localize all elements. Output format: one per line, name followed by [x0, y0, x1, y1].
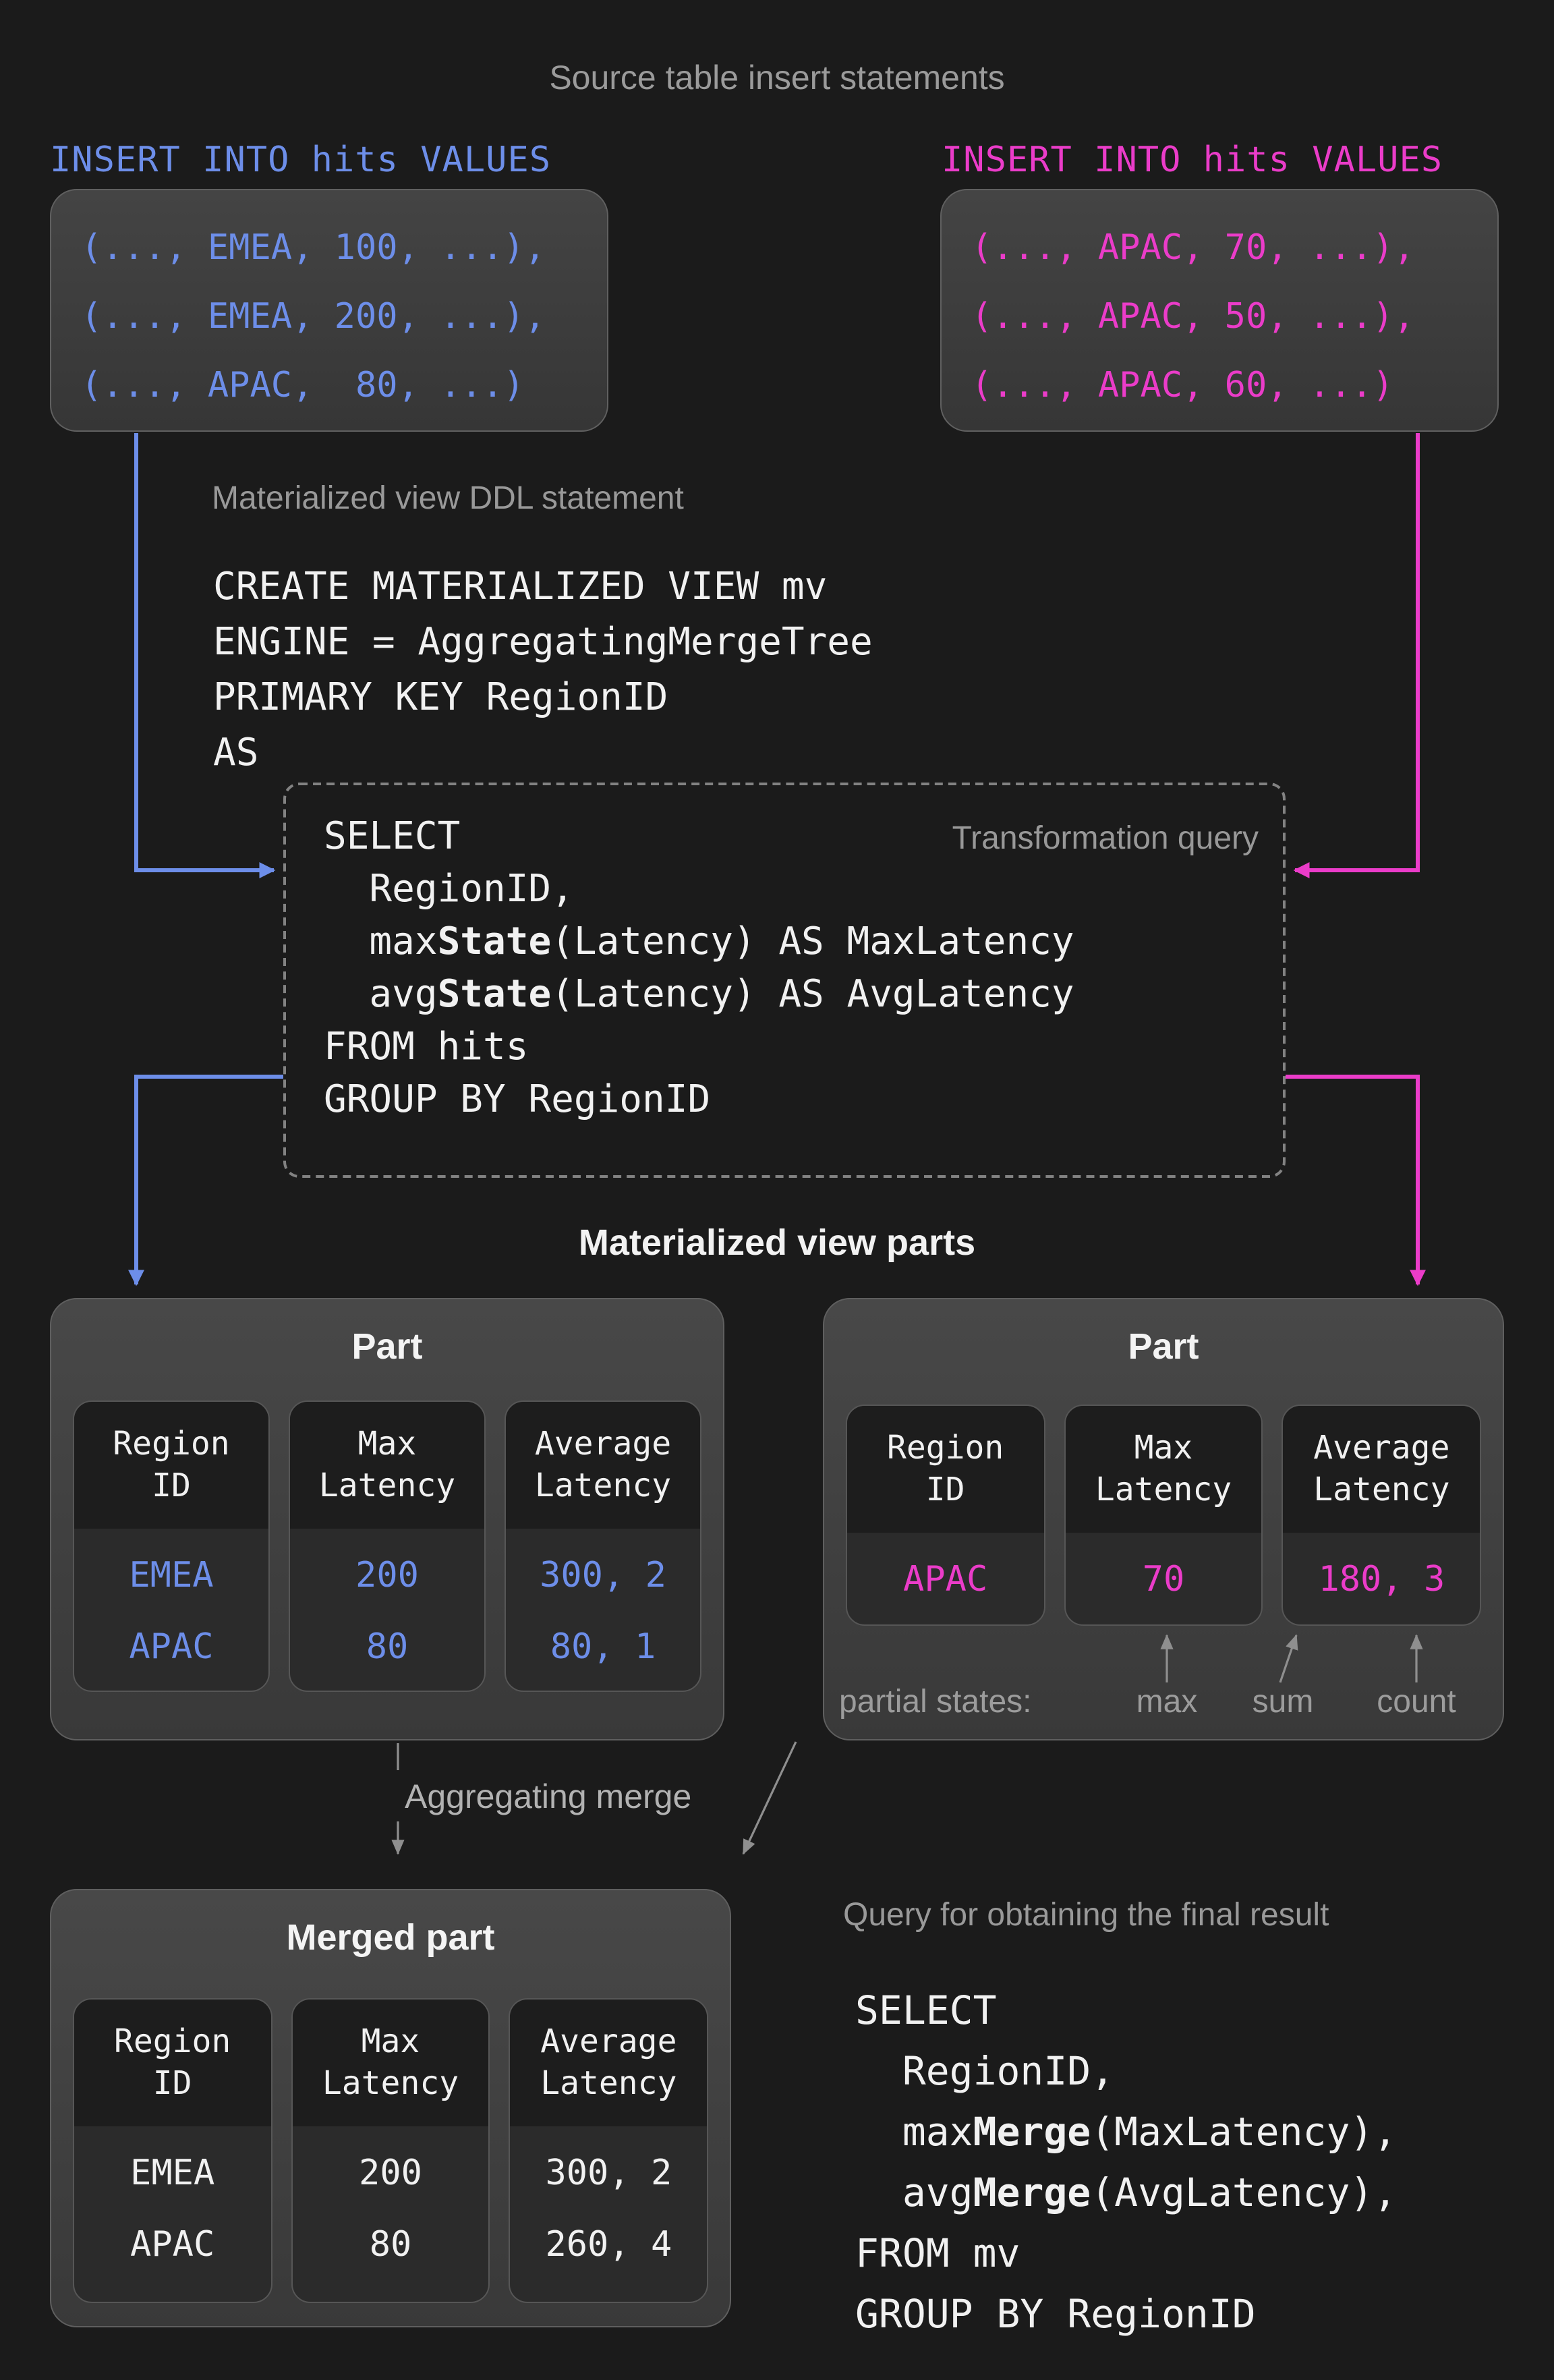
merged-part-title: Merged part	[286, 1917, 495, 1958]
part-box-right: Part Region ID APAC Max Latency 70 Avera…	[823, 1298, 1504, 1740]
col-header-max-latency: Max Latency	[322, 2022, 459, 2102]
col-header-region-id: Region ID	[113, 1425, 230, 1504]
col-values-region: APAC	[903, 1560, 988, 1600]
partial-state-sum: sum	[1252, 1684, 1314, 1720]
partial-state-max: max	[1136, 1684, 1198, 1720]
part-right-col-max: Max Latency 70	[1064, 1405, 1263, 1626]
part-left-title: Part	[351, 1326, 423, 1367]
final-query-code: SELECT RegionID, maxMerge(MaxLatency), a…	[855, 1987, 1398, 2337]
col-header-max-latency: Max Latency	[318, 1425, 456, 1504]
col-values-avg: 180, 3	[1318, 1560, 1445, 1600]
page-title: Source table insert statements	[549, 59, 1005, 97]
col-header-average-latency: Average Latency	[1313, 1429, 1450, 1508]
ddl-section-label: Materialized view DDL statement	[212, 480, 684, 517]
col-header-max-latency: Max Latency	[1095, 1429, 1232, 1508]
col-header-region-id: Region ID	[886, 1429, 1004, 1508]
parts-heading: Materialized view parts	[578, 1222, 976, 1263]
col-header-average-latency: Average Latency	[540, 2022, 677, 2102]
transformation-query-box: Transformation query SELECT RegionID, ma…	[283, 783, 1286, 1178]
col-header-average-latency: Average Latency	[534, 1425, 672, 1504]
transformation-query-label: Transformation query	[952, 820, 1259, 857]
insert-left-box: (..., EMEA, 100, ...),(..., EMEA, 200, .…	[50, 189, 608, 432]
insert-left-label: INSERT INTO hits VALUES	[50, 140, 552, 181]
final-query-label: Query for obtaining the final result	[843, 1897, 1329, 1933]
transformation-query-code: SELECT RegionID, maxState(Latency) AS Ma…	[324, 814, 1074, 1121]
col-values-max: 70	[1142, 1560, 1185, 1600]
col-header-region-id: Region ID	[113, 2022, 231, 2102]
insert-right-label: INSERT INTO hits VALUES	[942, 140, 1443, 181]
arrow-part-right-to-merged	[742, 1741, 797, 1855]
part-right-columns: Region ID APAC Max Latency 70 Average La…	[846, 1405, 1482, 1626]
insert-left-rows: (..., EMEA, 100, ...),(..., EMEA, 200, .…	[81, 228, 546, 406]
partial-state-count: count	[1377, 1684, 1456, 1720]
aggregating-merge-label: Aggregating merge	[405, 1778, 692, 1816]
partial-states-label: partial states:	[839, 1684, 1032, 1720]
insert-right-box: (..., APAC, 70, ...),(..., APAC, 50, ...…	[940, 189, 1499, 432]
part-right-col-avg: Average Latency 180, 3	[1282, 1405, 1482, 1626]
part-right-col-region: Region ID APAC	[846, 1405, 1045, 1626]
insert-right-rows: (..., APAC, 70, ...),(..., APAC, 50, ...…	[971, 228, 1415, 406]
part-right-title: Part	[1128, 1326, 1199, 1367]
arrow-insert-right-to-query	[1293, 433, 1420, 878]
